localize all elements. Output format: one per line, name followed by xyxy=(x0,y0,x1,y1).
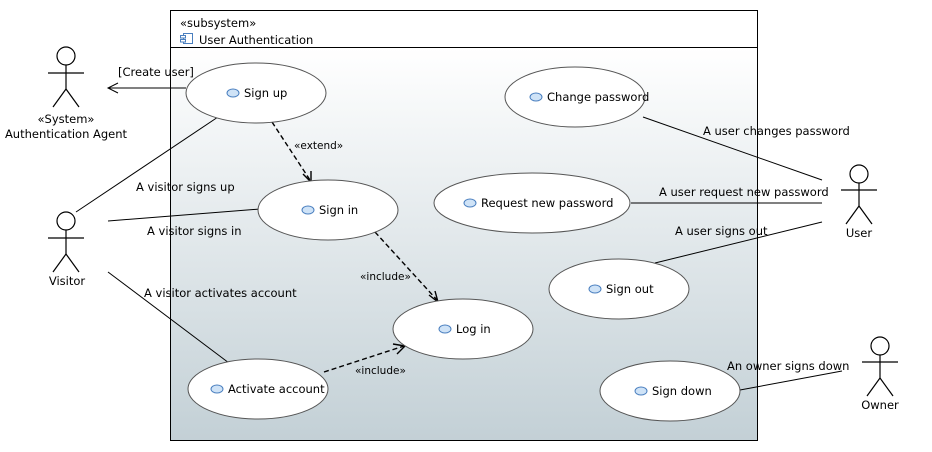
relation-labels: [Create user] «extend» «include» «includ… xyxy=(118,65,850,377)
assoc-visitor-signup xyxy=(75,116,219,213)
label-extend: «extend» xyxy=(294,140,343,152)
arrowhead-create-user xyxy=(106,82,119,94)
use-case-log-in[interactable]: Log in xyxy=(392,298,534,360)
use-case-icon xyxy=(463,198,477,208)
use-case-request-new-password[interactable]: Request new password xyxy=(433,172,631,234)
label-visitor-activates: A visitor activates account xyxy=(144,286,297,300)
actor-name: Authentication Agent xyxy=(5,127,128,141)
label-user-changes-password: A user changes password xyxy=(703,124,850,138)
dep-include-signin xyxy=(374,231,438,301)
stick-figure-icon xyxy=(48,46,84,108)
subsystem-stereotype: «subsystem» xyxy=(180,16,256,30)
label-include-signin: «include» xyxy=(360,271,411,283)
assoc-user-signout xyxy=(654,221,823,264)
actor-name: Visitor xyxy=(49,274,86,288)
use-case-icon xyxy=(634,386,648,396)
actor-stereotype: «System» xyxy=(38,112,95,126)
actor-user[interactable]: User xyxy=(841,164,877,240)
use-case-icon xyxy=(588,284,602,294)
use-case-label: Activate account xyxy=(228,382,325,396)
dependency-lines xyxy=(271,121,440,373)
use-case-icon xyxy=(226,88,240,98)
use-case-sign-in[interactable]: Sign in xyxy=(257,179,399,241)
use-case-icon xyxy=(529,92,543,102)
use-case-icon xyxy=(210,384,224,394)
actor-authentication-agent[interactable]: «System» Authentication Agent xyxy=(5,46,128,141)
use-case-icon xyxy=(438,324,452,334)
use-case-label: Sign down xyxy=(652,384,712,398)
use-case-sign-up[interactable]: Sign up xyxy=(185,62,327,124)
use-case-change-password[interactable]: Change password xyxy=(504,66,649,128)
use-case-label: Sign up xyxy=(244,86,287,100)
use-case-label: Sign in xyxy=(319,203,358,217)
association-lines xyxy=(75,82,843,391)
component-icon xyxy=(180,33,193,44)
use-case-icon xyxy=(301,205,315,215)
actor-owner[interactable]: Owner xyxy=(861,336,899,412)
use-case-activate-account[interactable]: Activate account xyxy=(187,358,329,420)
label-visitor-signs-in: A visitor signs in xyxy=(147,224,242,238)
dep-extend xyxy=(271,121,311,181)
label-create-user: [Create user] xyxy=(118,65,194,79)
assoc-visitor-signin xyxy=(107,208,261,222)
label-include-activate: «include» xyxy=(355,365,406,377)
assoc-owner-signdown xyxy=(739,370,843,391)
use-case-sign-out[interactable]: Sign out xyxy=(548,258,690,320)
use-case-label: Sign out xyxy=(606,282,654,296)
actor-name: Owner xyxy=(861,398,899,412)
label-user-signs-out: A user signs out xyxy=(675,224,768,238)
use-case-label: Request new password xyxy=(481,196,613,210)
actor-name: User xyxy=(846,226,872,240)
actor-visitor[interactable]: Visitor xyxy=(48,211,86,288)
use-case-label: Change password xyxy=(547,90,649,104)
label-owner-signs-down: An owner signs down xyxy=(727,359,849,373)
stick-figure-icon xyxy=(48,211,84,273)
assoc-visitor-activate xyxy=(107,271,230,364)
assoc-user-change xyxy=(642,116,823,181)
dep-include-activate xyxy=(323,345,405,373)
label-user-requests-password: A user request new password xyxy=(659,185,829,199)
stick-figure-icon xyxy=(841,164,877,225)
stick-figure-icon xyxy=(862,336,898,397)
use-case-label: Log in xyxy=(456,322,491,336)
label-visitor-signs-up: A visitor signs up xyxy=(136,180,235,194)
use-case-sign-down[interactable]: Sign down xyxy=(599,360,741,422)
subsystem-name: User Authentication xyxy=(199,33,313,47)
